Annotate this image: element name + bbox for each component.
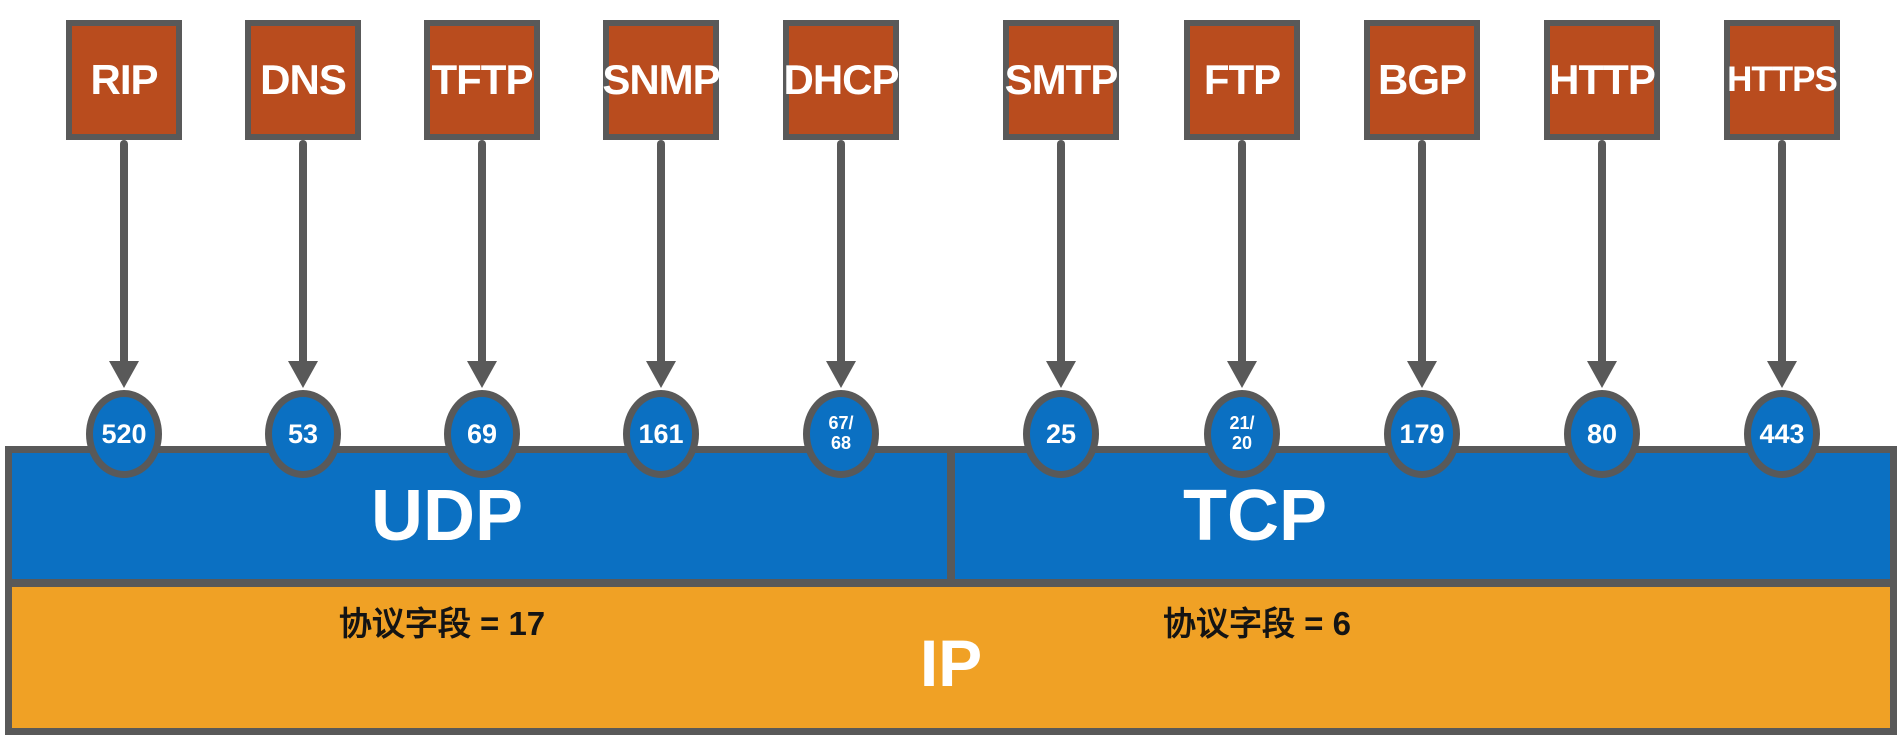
protocol-box-smtp: SMTP bbox=[1003, 20, 1119, 140]
port-badge-dns: 53 bbox=[265, 390, 341, 478]
arrow-down-icon bbox=[467, 361, 497, 388]
port-number: 53 bbox=[287, 418, 319, 449]
tcp-label: TCP bbox=[1183, 476, 1327, 556]
arrow-line bbox=[1057, 140, 1065, 361]
protocol-box-bgp: BGP bbox=[1364, 20, 1480, 140]
port-badge-snmp: 161 bbox=[623, 390, 699, 478]
port-badge-tftp: 69 bbox=[444, 390, 520, 478]
arrow-down-icon bbox=[109, 361, 139, 388]
arrow-down-icon bbox=[1046, 361, 1076, 388]
port-number: 68 bbox=[830, 433, 852, 453]
protocol-label: HTTP bbox=[1549, 56, 1656, 103]
protocol-label: SMTP bbox=[1004, 56, 1119, 103]
port-number: 80 bbox=[1586, 418, 1618, 449]
arrow-line bbox=[120, 140, 128, 361]
arrow-line bbox=[1778, 140, 1786, 361]
port-badge-bgp: 179 bbox=[1384, 390, 1460, 478]
protocol-box-http: HTTP bbox=[1544, 20, 1660, 140]
arrow-line bbox=[657, 140, 665, 361]
port-number: 21/ bbox=[1229, 413, 1255, 434]
protocol-label: FTP bbox=[1203, 56, 1281, 103]
ip-protocol-field-tcp: 协议字段 = 6 bbox=[1163, 605, 1351, 642]
arrow-line bbox=[299, 140, 307, 361]
protocol-label: RIP bbox=[90, 56, 158, 103]
protocol-label: SNMP bbox=[602, 56, 720, 103]
protocol-box-https: HTTPS bbox=[1724, 20, 1840, 140]
arrow-down-icon bbox=[826, 361, 856, 388]
port-number: 69 bbox=[466, 418, 498, 449]
port-badge-rip: 520 bbox=[86, 390, 162, 478]
protocol-label: DHCP bbox=[783, 56, 900, 103]
port-number: 179 bbox=[1399, 418, 1445, 449]
arrow-down-icon bbox=[1767, 361, 1797, 388]
ip-layer-box: 协议字段 = 17 协议字段 = 6 IP bbox=[5, 580, 1897, 735]
protocol-label: BGP bbox=[1377, 56, 1467, 103]
arrow-down-icon bbox=[1587, 361, 1617, 388]
arrow-down-icon bbox=[288, 361, 318, 388]
port-badge-http: 80 bbox=[1564, 390, 1640, 478]
ip-label: IP bbox=[919, 626, 983, 700]
protocol-box-rip: RIP bbox=[66, 20, 182, 140]
port-number: 25 bbox=[1045, 418, 1077, 449]
protocol-label: DNS bbox=[260, 56, 347, 103]
arrow-line bbox=[1238, 140, 1246, 361]
protocol-box-dns: DNS bbox=[245, 20, 361, 140]
arrow-down-icon bbox=[646, 361, 676, 388]
port-badge-smtp: 25 bbox=[1023, 390, 1099, 478]
arrow-line bbox=[1418, 140, 1426, 361]
arrow-line bbox=[1598, 140, 1606, 361]
protocol-box-tftp: TFTP bbox=[424, 20, 540, 140]
protocol-label: TFTP bbox=[431, 56, 534, 103]
port-number: 20 bbox=[1231, 433, 1253, 453]
udp-label: UDP bbox=[370, 476, 524, 556]
port-number: 161 bbox=[638, 418, 684, 449]
arrow-down-icon bbox=[1227, 361, 1257, 388]
arrow-down-icon bbox=[1407, 361, 1437, 388]
port-number: 67/ bbox=[828, 413, 854, 434]
protocol-box-ftp: FTP bbox=[1184, 20, 1300, 140]
ip-protocol-field-udp: 协议字段 = 17 bbox=[338, 605, 546, 642]
arrow-line bbox=[837, 140, 845, 361]
port-number: 520 bbox=[101, 418, 147, 449]
protocol-box-dhcp: DHCP bbox=[783, 20, 900, 140]
arrow-line bbox=[478, 140, 486, 361]
port-badge-https: 443 bbox=[1744, 390, 1820, 478]
port-badge-dhcp: 67/ 68 bbox=[803, 390, 879, 478]
protocol-box-snmp: SNMP bbox=[602, 20, 721, 140]
port-badge-ftp: 21/ 20 bbox=[1204, 390, 1280, 478]
port-number: 443 bbox=[1759, 418, 1805, 449]
protocol-label: HTTPS bbox=[1727, 60, 1838, 99]
